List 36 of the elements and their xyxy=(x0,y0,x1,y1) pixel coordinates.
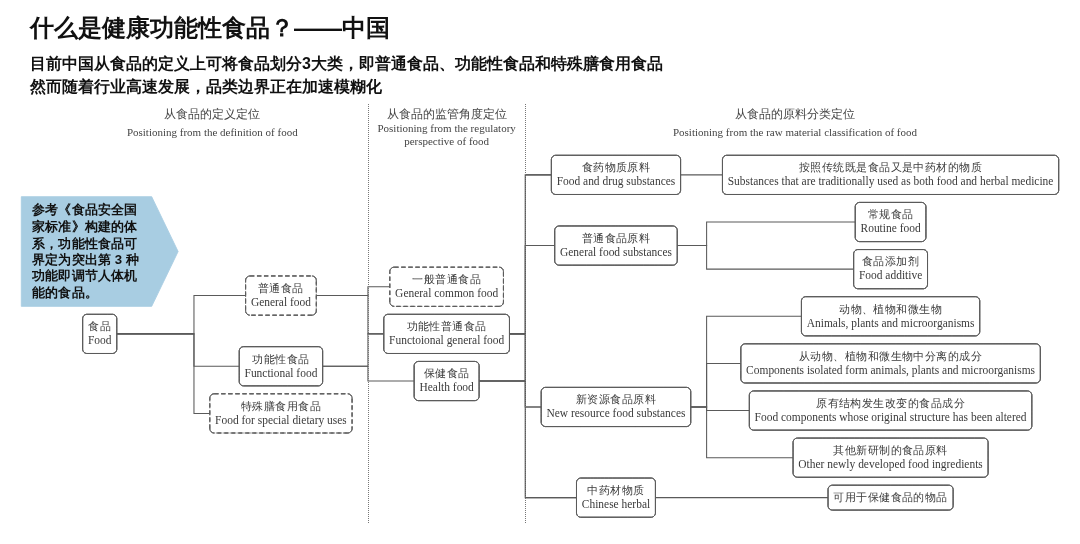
column-subheading: Positioning from the regulatory perspective of food xyxy=(376,122,517,148)
connector-line xyxy=(322,365,415,382)
category-box: 可用于保健食品的物品 xyxy=(827,484,954,511)
category-box: 普通食品原料 General food substances xyxy=(554,225,678,266)
category-box: 从动物、植物和微生物中分离的成分 Components isolated form animals, plants and microorganisms xyxy=(740,343,1041,384)
chevron-callout: 参考《食品安全国家标准》构建的体系，功能性食品可界定为突出第 3 种功能即调节人体机能的食品。 xyxy=(20,196,179,307)
category-box: 功能性普通食品 Functoional general food xyxy=(383,313,510,354)
category-box: 常规食品 Routine food xyxy=(854,202,927,243)
connector-line xyxy=(116,333,211,414)
category-box: 普通食品 General food xyxy=(245,275,317,316)
category-box: 一般普通食品 General common food xyxy=(389,266,504,307)
category-box: 食品添加剂 Food additive xyxy=(853,249,928,290)
title: 什么是健康功能性食品？——中国 xyxy=(30,13,390,43)
category-box: 原有结构发生改变的食品成分 Food components whose original structure has been altered xyxy=(748,390,1033,431)
category-box: 食药物质原料 Food and drug substances xyxy=(550,154,682,195)
column-heading: 从食品的原料分类定位 xyxy=(735,107,855,122)
category-box: 保健食品 Health food xyxy=(413,361,480,402)
connector-line xyxy=(478,380,578,499)
category-box: 功能性食品 Functional food xyxy=(238,346,324,387)
category-box: 新资源食品原料 New resource food substances xyxy=(540,386,692,427)
category-box: 按照传统既是食品又是中药材的物质 Substances that are traditionally used as both food and herbal medicine xyxy=(722,154,1060,195)
column-heading: 从食品的监管角度定位 xyxy=(386,107,507,122)
connector-line xyxy=(654,497,829,499)
category-box: 特殊膳食用食品 Food for special dietary uses xyxy=(209,393,353,434)
subtitle: 目前中国从食品的定义上可将食品划分3大类，即普通食品、功能性食品和特殊膳食用食品 xyxy=(30,54,663,74)
category-box: 食品 Food xyxy=(82,313,118,354)
connector-line xyxy=(680,174,723,176)
category-box: 动物、植物和微生物 Animals, plants and microorganisms xyxy=(801,296,981,337)
category-box: 中药材物质 Chinese herbal xyxy=(576,477,656,518)
column-subheading: Positioning from the definition of food xyxy=(126,126,298,139)
subtitle: 然而随着行业高速发展，品类边界正在加速模糊化 xyxy=(30,77,383,97)
column-heading: 从食品的定义定位 xyxy=(164,107,261,122)
connector-line xyxy=(676,245,855,270)
column-subheading: Positioning from the raw material classification of food xyxy=(672,126,918,139)
connector-line xyxy=(690,406,794,459)
category-box: 其他新研制的食品原料 Other newly developed food ingredients xyxy=(792,437,989,478)
